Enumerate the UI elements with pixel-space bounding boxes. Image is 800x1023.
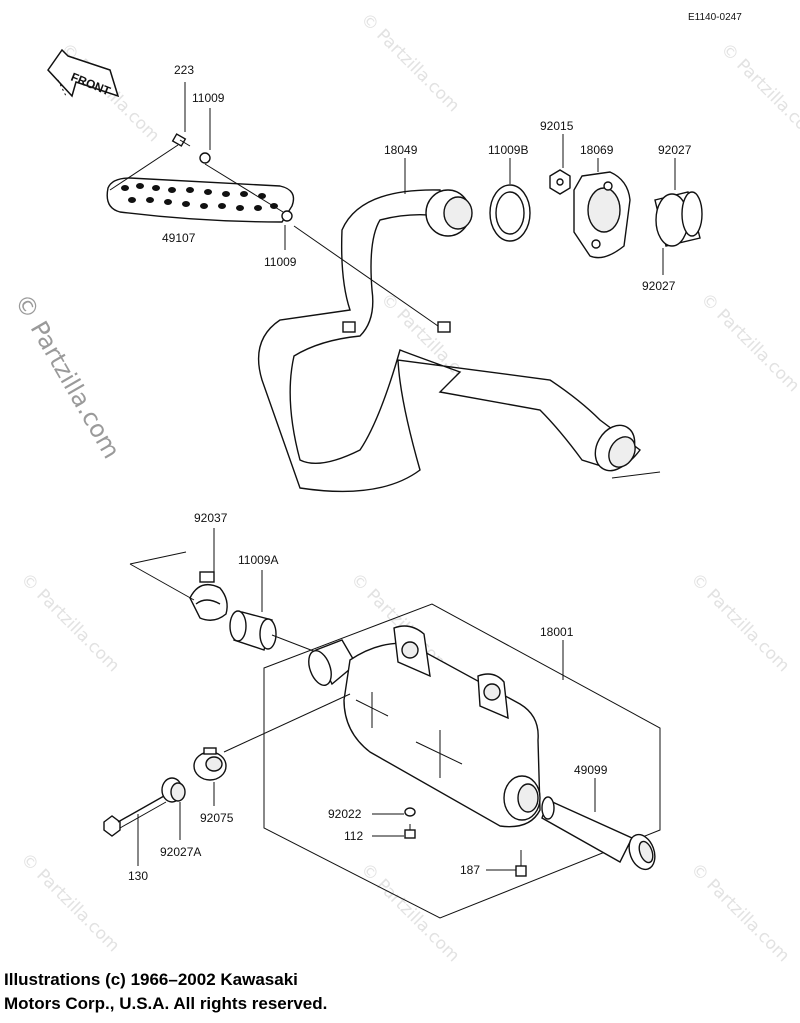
collar-92027-part: [654, 191, 703, 247]
part-labels: 223 11009 49107 11009 18049 11009B 92015…: [128, 63, 692, 883]
label-11009-bottom: 11009: [264, 255, 297, 269]
label-92075: 92075: [200, 811, 234, 825]
label-11009b: 11009B: [488, 143, 528, 157]
label-11009a: 11009A: [238, 553, 278, 567]
reference-code: E1140-0247: [688, 12, 742, 23]
label-130: 130: [128, 869, 148, 883]
heat-shield-part: [106, 177, 295, 223]
watermark: © Partzilla.com: [16, 569, 123, 676]
washer-11009-bottom: [281, 210, 293, 222]
label-92037: 92037: [194, 511, 228, 525]
label-112: 112: [344, 829, 363, 843]
watermark: © Partzilla.com: [16, 849, 123, 956]
label-18001: 18001: [540, 625, 574, 639]
bolt-112-part: [404, 824, 416, 839]
label-223: 223: [174, 63, 194, 77]
muffler-group-outline: [263, 603, 661, 919]
watermark: © Partzilla.com: [716, 39, 800, 146]
watermark: © Partzilla.com: [686, 569, 793, 676]
flange-18069-part: [573, 171, 631, 259]
label-92022: 92022: [328, 807, 362, 821]
bolt-130-part: [103, 795, 167, 837]
watermark: © Partzilla.com: [356, 9, 463, 116]
copyright-line-1: Illustrations (c) 1966–2002 Kawasaki: [4, 970, 298, 989]
side-watermark: © Partzilla.com: [9, 289, 126, 463]
collar-92027a-part: [161, 777, 186, 803]
copyright-line-2: Motors Corp., U.S.A. All rights reserved…: [4, 994, 328, 1013]
label-92027-bottom: 92027: [642, 279, 676, 293]
label-92027-top: 92027: [658, 143, 692, 157]
label-49107: 49107: [162, 231, 196, 245]
label-92015: 92015: [540, 119, 574, 133]
nut-92015-part: [549, 169, 571, 195]
watermark: © Partzilla.com: [696, 289, 800, 396]
clamp-92037-part: [189, 571, 228, 621]
watermark: © Partzilla.com: [686, 859, 793, 966]
bolt-223-part: [171, 82, 191, 147]
label-11009-top: 11009: [192, 91, 225, 105]
watermark: © Partzilla.com: [356, 859, 463, 966]
sleeve-11009a-part: [229, 610, 277, 651]
muffler-18001-part: [308, 625, 541, 828]
label-187: 187: [460, 863, 480, 877]
washer-11009-top: [199, 152, 211, 164]
exhaust-pipe-part: [257, 189, 641, 493]
washer-92022-part: [404, 807, 416, 817]
label-18069: 18069: [580, 143, 614, 157]
copyright-notice: Illustrations (c) 1966–2002 Kawasaki Mot…: [4, 968, 327, 1016]
gasket-11009b-part: [489, 184, 531, 242]
bolt-187-part: [515, 850, 527, 877]
label-92027a: 92027A: [160, 845, 201, 859]
tail-pipe-49099-part: [541, 796, 656, 871]
grommet-92075-part: [193, 747, 227, 781]
label-18049: 18049: [384, 143, 418, 157]
label-49099: 49099: [574, 763, 608, 777]
